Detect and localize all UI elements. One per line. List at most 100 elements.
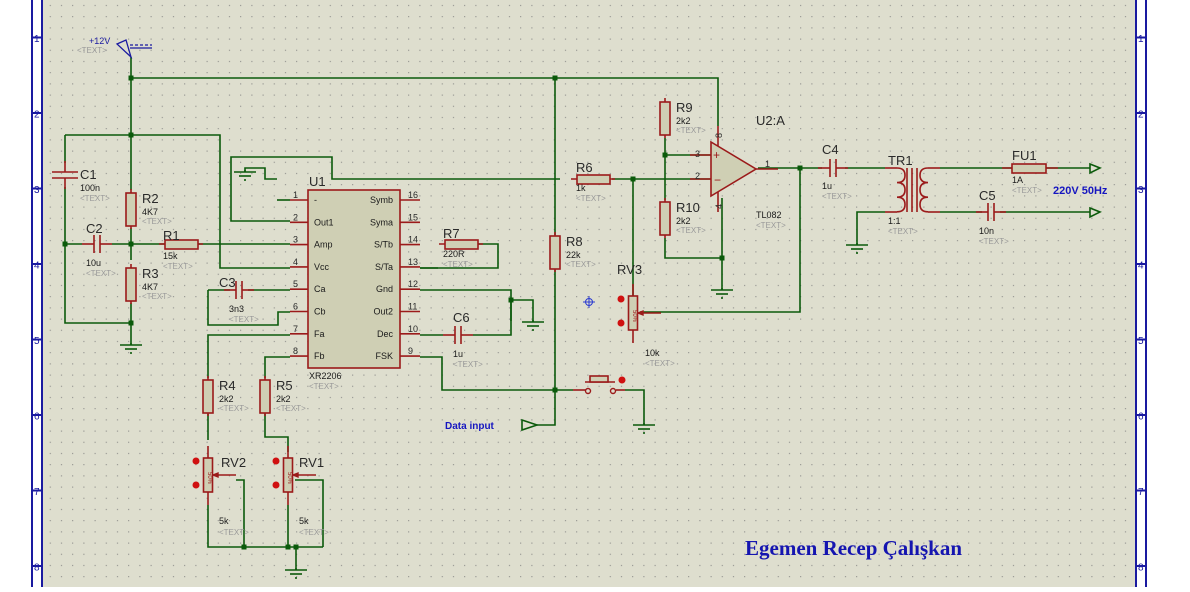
ground-icon	[846, 243, 868, 254]
fuse-fu1[interactable]: FU1 1A <TEXT>	[1002, 148, 1058, 195]
transformer-tr1[interactable]: TR1 1:1 <TEXT>	[885, 153, 940, 236]
power-terminal-12v[interactable]: +12V <TEXT>	[77, 36, 152, 60]
junction-dot	[128, 75, 134, 81]
pot-decrement-icon[interactable]	[272, 481, 280, 489]
tr1-ref: TR1	[888, 153, 913, 168]
grid-dots	[42, 0, 1135, 587]
junction-dot	[128, 320, 134, 326]
resistor-text: <TEXT>	[676, 126, 706, 135]
ground-icon	[120, 343, 142, 354]
resistor-text: <TEXT>	[443, 260, 473, 269]
junction-dot	[552, 387, 558, 393]
resistor-text: <TEXT>	[566, 260, 596, 269]
resistor-value: 2k2	[276, 394, 291, 404]
zone-number: 5	[34, 336, 40, 347]
pot-increment-icon[interactable]	[272, 457, 280, 465]
resistor-ref: R8	[566, 234, 583, 249]
pot-body	[282, 457, 294, 493]
u1-part: XR2206	[309, 371, 342, 381]
zone-number: 2	[34, 109, 40, 120]
ground-icon	[234, 170, 256, 181]
capacitor-text: <TEXT>	[822, 192, 852, 201]
resistor-ref: R2	[142, 191, 159, 206]
resistor-body	[659, 201, 671, 236]
fu1-value: 1A	[1012, 175, 1023, 185]
resistor-text: <TEXT>	[276, 404, 306, 413]
opamp-pin-minus: 2	[695, 171, 700, 181]
opamp-u2a-tl082[interactable]: + − 3 2 1 8 4 U2:A TL082 <TEXT>	[690, 113, 786, 230]
output-terminal-top[interactable]	[1089, 162, 1102, 175]
output-net-label: 220V 50Hz	[1053, 185, 1108, 197]
resistor-body	[549, 235, 561, 270]
opamp-pin-vp: 8	[714, 133, 724, 138]
capacitor-ref: C6	[453, 310, 470, 325]
u1-pin-number: 5	[293, 279, 298, 289]
ground-icon	[711, 288, 733, 299]
capacitor-text: <TEXT>	[86, 269, 116, 278]
capacitor-text: <TEXT>	[80, 194, 110, 203]
pot-decrement-icon[interactable]	[617, 319, 625, 327]
power-label: +12V	[89, 36, 110, 46]
u1-pin-name: Symb	[370, 195, 393, 205]
pot-body	[627, 295, 639, 331]
resistor-value: 2k2	[676, 116, 691, 126]
zone-number: 2	[1138, 109, 1144, 120]
pot-wiper-percent: 50%	[631, 310, 637, 323]
zone-number: 3	[34, 185, 40, 196]
pot-increment-icon[interactable]	[192, 457, 200, 465]
u1-pin-number: 12	[408, 279, 418, 289]
junction-dot	[241, 544, 247, 550]
capacitor-ref: C1	[80, 167, 97, 182]
pot-wiper-arrow	[212, 471, 236, 479]
u1-pin-number: 14	[408, 235, 418, 245]
capacitor-value: 1u	[822, 181, 832, 191]
resistor-text: <TEXT>	[219, 404, 249, 413]
capacitor-ref: C5	[979, 188, 996, 203]
pot-decrement-icon[interactable]	[192, 481, 200, 489]
capacitor-text: <TEXT>	[229, 315, 259, 324]
resistor-body	[659, 101, 671, 136]
u1-pin-name: Ca	[314, 284, 326, 294]
switch-actuator-icon[interactable]	[618, 376, 626, 384]
capacitor-text: <TEXT>	[979, 237, 1009, 246]
output-terminal-bottom[interactable]	[1089, 206, 1102, 219]
u1-pin-name: Out2	[373, 307, 393, 317]
pot-increment-icon[interactable]	[617, 295, 625, 303]
junction-dot	[128, 132, 134, 138]
zone-number: 4	[1138, 260, 1144, 271]
zone-number: 1	[1138, 34, 1144, 45]
u1-pin-name: Out1	[314, 217, 334, 227]
opamp-pin-plus: 3	[695, 149, 700, 159]
data-input-terminal[interactable]	[521, 418, 540, 432]
pot-ref: RV1	[299, 455, 324, 470]
u1-pin-name: Dec	[377, 329, 394, 339]
resistor-value: 2k2	[219, 394, 234, 404]
resistor-value: 220R	[443, 249, 465, 259]
zone-number: 8	[34, 562, 40, 573]
push-button-switch[interactable]	[573, 375, 626, 395]
resistor-ref: R1	[163, 228, 180, 243]
u1-pin-name: Fa	[314, 329, 325, 339]
